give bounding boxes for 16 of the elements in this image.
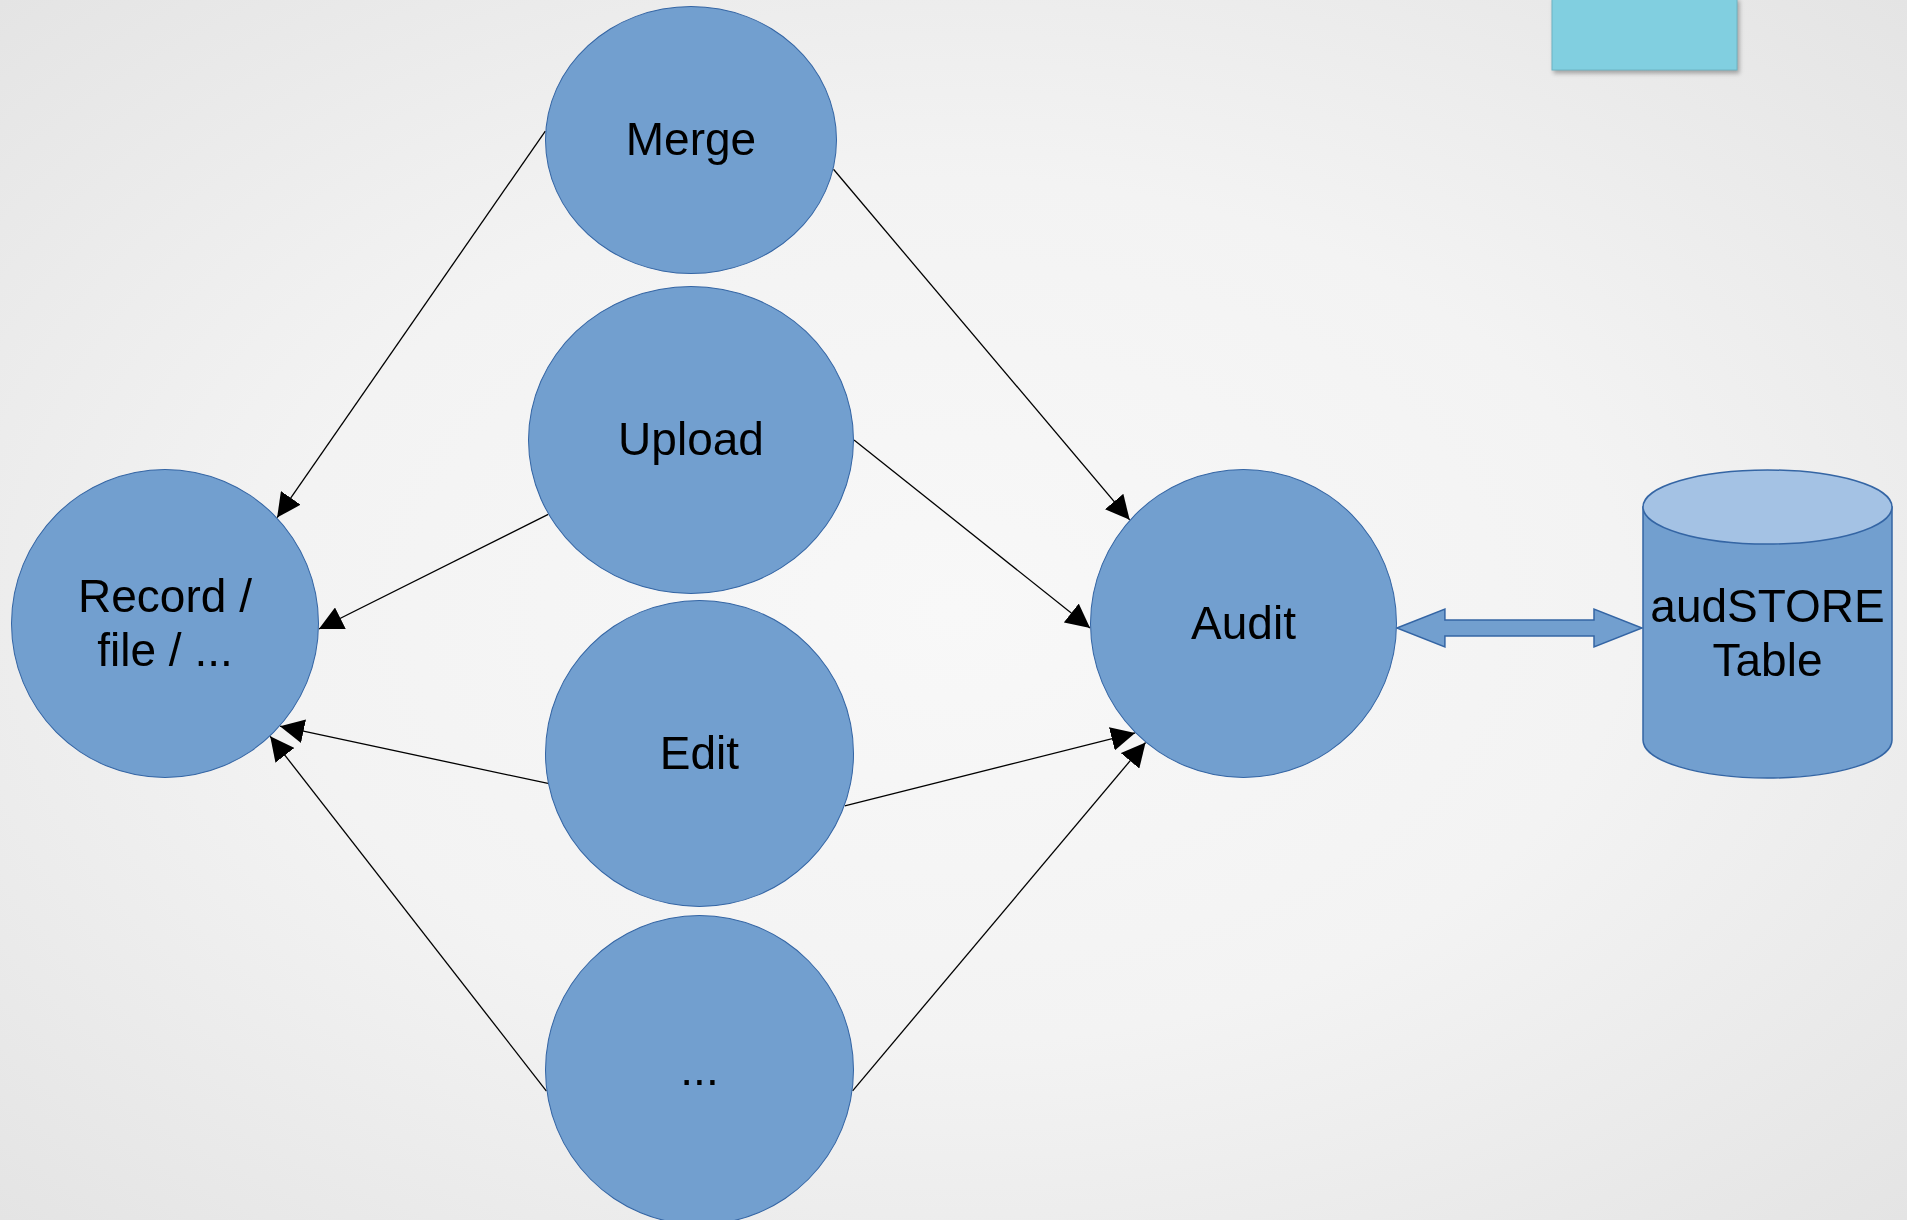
arrow [276, 130, 546, 519]
double-block-arrow [1394, 607, 1645, 649]
node-label: Record / file / ... [77, 569, 253, 678]
arrow [318, 513, 549, 630]
arrow [279, 719, 549, 785]
arrow [853, 439, 1091, 629]
node-label: audSTORE Table [1649, 579, 1886, 688]
arrow [269, 735, 548, 1092]
node-label: Upload [618, 413, 764, 467]
node-label: ... [680, 1043, 719, 1097]
node-label: Merge [625, 113, 757, 167]
node-label: Audit [1191, 596, 1296, 651]
arrow [851, 741, 1147, 1092]
arrow [844, 727, 1136, 807]
arrow [832, 168, 1131, 521]
node-label: Edit [659, 726, 740, 781]
